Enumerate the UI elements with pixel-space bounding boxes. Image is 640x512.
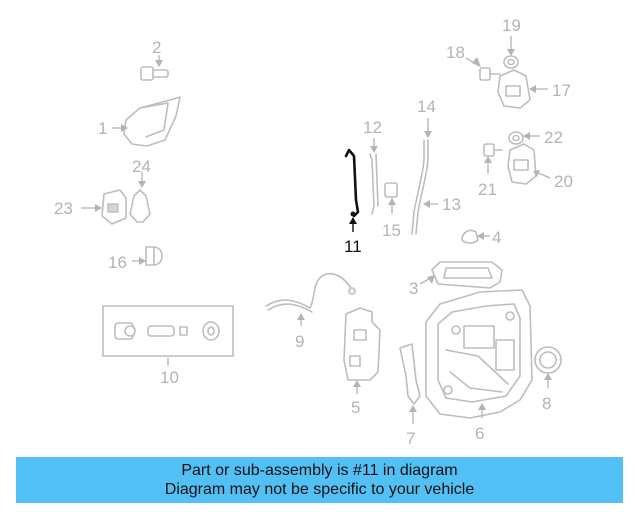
part-19-nut[interactable]: 19 <box>502 16 521 69</box>
callout-18: 18 <box>446 43 465 62</box>
callout-13: 13 <box>442 195 461 214</box>
callout-19: 19 <box>502 16 521 35</box>
part-12-rod[interactable]: 12 <box>363 118 382 215</box>
part-20-hinge[interactable]: 20 <box>507 143 573 191</box>
callout-2: 2 <box>152 38 161 57</box>
callout-20: 20 <box>554 172 573 191</box>
part-22-nut[interactable]: 22 <box>508 128 563 147</box>
part-6-door-module[interactable]: 6 <box>425 289 533 443</box>
part-17-hinge[interactable]: 17 <box>497 69 571 109</box>
callout-5: 5 <box>351 398 360 417</box>
callout-14: 14 <box>417 97 436 116</box>
part-10-lock-cylinder-kit[interactable]: 10 <box>102 305 234 387</box>
callout-3: 3 <box>409 279 418 298</box>
parts-diagram: 2 1 24 23 16 10 <box>54 16 573 448</box>
part-21-bolt[interactable]: 21 <box>478 143 503 199</box>
part-5-latch[interactable]: 5 <box>343 307 381 417</box>
part-3-interior-handle[interactable]: 3 <box>409 261 503 298</box>
part-16-plug[interactable]: 16 <box>108 246 163 272</box>
callout-15: 15 <box>382 221 401 240</box>
part-18-bolt[interactable]: 18 <box>446 43 501 81</box>
callout-12: 12 <box>363 118 382 137</box>
part-23-bracket[interactable]: 23 <box>54 189 127 225</box>
part-15-clip[interactable]: 15 <box>382 182 401 240</box>
callout-23: 23 <box>54 199 73 218</box>
callout-1: 1 <box>98 119 107 138</box>
callout-7: 7 <box>406 429 415 448</box>
callout-10: 10 <box>160 368 179 387</box>
part-4-grommet[interactable]: 4 <box>461 228 501 247</box>
callout-6: 6 <box>475 424 484 443</box>
info-banner: Part or sub-assembly is #11 in diagram D… <box>16 457 623 503</box>
part-11-rod[interactable]: 11 <box>344 148 362 256</box>
callout-16: 16 <box>108 253 127 272</box>
part-24-clip[interactable]: 24 <box>129 157 151 223</box>
part-7-seal[interactable]: 7 <box>399 343 421 448</box>
callout-24: 24 <box>132 157 151 176</box>
callout-17: 17 <box>552 81 571 100</box>
part-8-speaker[interactable]: 8 <box>534 346 562 413</box>
part-13-rod: 13 <box>423 195 461 214</box>
callout-4: 4 <box>492 228 501 247</box>
banner-line-1: Part or sub-assembly is #11 in diagram <box>181 462 458 479</box>
part-14-rod[interactable]: 14 <box>411 97 436 235</box>
part-9-cable[interactable]: 9 <box>265 272 356 351</box>
banner-line-2: Diagram may not be specific to your vehi… <box>164 481 475 498</box>
part-2-bolt[interactable]: 2 <box>140 38 169 81</box>
part-1-exterior-handle[interactable]: 1 <box>98 96 181 147</box>
callout-22: 22 <box>544 128 563 147</box>
callout-21: 21 <box>478 180 497 199</box>
callout-11: 11 <box>344 237 362 256</box>
callout-8: 8 <box>542 394 551 413</box>
callout-9: 9 <box>295 332 304 351</box>
